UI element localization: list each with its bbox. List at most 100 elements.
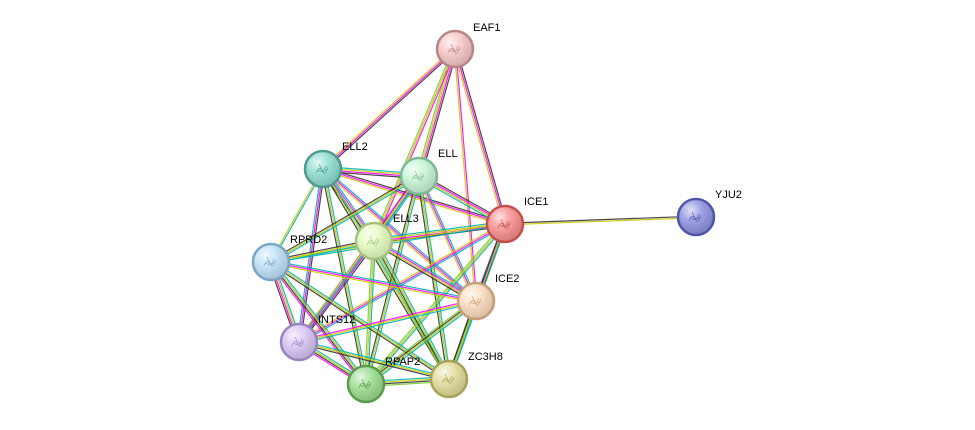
edge-line — [371, 48, 455, 241]
edge-ell3-zc3h8[interactable] — [371, 239, 452, 381]
node-highlight — [254, 245, 288, 279]
edge-line — [270, 262, 476, 304]
node-highlight — [349, 367, 383, 401]
edge-line — [299, 224, 507, 344]
edge-line — [419, 175, 479, 301]
edge-line — [298, 298, 476, 342]
edge-line — [416, 176, 476, 302]
edge-line — [504, 215, 696, 224]
edge-ints12-zc3h8[interactable] — [298, 339, 450, 382]
node-eaf1[interactable]: EAF1 — [435, 22, 501, 69]
node-ell2[interactable]: ELL2 — [303, 141, 368, 189]
protein-structure-icon — [447, 43, 461, 54]
node-highlight — [488, 207, 522, 241]
protein-structure-icon — [688, 211, 702, 222]
node-highlight — [306, 152, 340, 186]
node-highlight — [357, 224, 391, 258]
edge-line — [374, 240, 451, 379]
node-label: RPAP2 — [385, 356, 420, 368]
edge-ell3-ice2[interactable] — [372, 238, 478, 304]
edge-line — [298, 223, 506, 343]
edge-line — [364, 298, 475, 383]
edge-ell-rprd2[interactable] — [269, 174, 421, 264]
edge-line — [270, 261, 477, 302]
node-label: ELL3 — [393, 213, 419, 225]
edge-ell3-ints12[interactable] — [296, 239, 377, 344]
edge-line — [321, 169, 449, 381]
protein-structure-icon — [291, 336, 305, 347]
edge-line — [374, 49, 458, 242]
edge-line — [372, 242, 476, 304]
edge-line — [419, 49, 457, 177]
protein-structure-icon — [441, 373, 455, 384]
edge-line — [271, 259, 477, 301]
edge-line — [455, 48, 508, 224]
edge-line — [299, 339, 450, 379]
edge-line — [297, 240, 374, 342]
edge-line — [323, 167, 451, 379]
edge-ice1-rpap2[interactable] — [364, 222, 507, 386]
edge-line — [298, 341, 450, 380]
edge-line — [321, 169, 476, 303]
node-ice1[interactable]: ICE1 — [485, 196, 548, 244]
edge-line — [299, 301, 477, 345]
edge-line — [296, 239, 373, 341]
node-highlight — [679, 200, 713, 234]
edge-line — [363, 175, 419, 384]
edge-line — [268, 263, 365, 386]
edge-eaf1-ell3[interactable] — [371, 48, 458, 242]
edge-ice2-ints12[interactable] — [298, 298, 477, 345]
node-label: INTS12 — [318, 314, 355, 326]
edge-line — [374, 239, 477, 301]
edge-ell-ice2[interactable] — [416, 175, 479, 302]
edge-line — [420, 49, 458, 177]
edge-line — [366, 241, 377, 385]
edge-rprd2-zc3h8[interactable] — [269, 260, 451, 381]
node-label: EAF1 — [473, 22, 501, 34]
node-label: ZC3H8 — [468, 351, 503, 363]
edge-rprd2-rpap2[interactable] — [268, 260, 369, 386]
edge-line — [321, 47, 455, 169]
edge-line — [454, 48, 506, 225]
edge-line — [298, 342, 449, 382]
node-highlight — [402, 159, 436, 193]
edge-rprd2-ice2[interactable] — [270, 259, 477, 304]
node-ell[interactable]: ELL — [399, 148, 458, 196]
edge-line — [271, 176, 421, 264]
node-rprd2[interactable]: RPRD2 — [251, 234, 327, 282]
node-ice2[interactable]: ICE2 — [456, 273, 519, 321]
node-ell3[interactable]: ELL3 — [354, 213, 419, 261]
edges-layer — [268, 47, 697, 387]
node-label: ICE2 — [495, 273, 519, 285]
protein-structure-icon — [263, 256, 277, 267]
edge-line — [271, 261, 368, 384]
edge-line — [271, 260, 451, 379]
edge-line — [299, 241, 376, 343]
edge-line — [322, 48, 456, 170]
edge-line — [419, 175, 452, 379]
edge-line — [374, 238, 478, 300]
node-rpap2[interactable]: RPAP2 — [346, 356, 420, 404]
edge-line — [269, 174, 419, 262]
edge-line — [270, 261, 450, 380]
edge-ice2-rpap2[interactable] — [364, 298, 478, 387]
edge-line — [373, 222, 505, 241]
edge-line — [366, 301, 477, 386]
node-ints12[interactable]: INTS12 — [279, 314, 355, 362]
node-highlight — [282, 325, 316, 359]
edge-line — [373, 241, 476, 303]
node-zc3h8[interactable]: ZC3H8 — [429, 351, 503, 399]
edge-line — [505, 217, 697, 226]
node-yju2[interactable]: YJU2 — [676, 189, 742, 237]
edge-ell2-zc3h8[interactable] — [321, 167, 451, 381]
edge-line — [366, 224, 507, 386]
edge-line — [269, 262, 449, 381]
edge-ice1-yju2[interactable] — [504, 215, 697, 226]
edge-eaf1-ice1[interactable] — [452, 48, 508, 225]
protein-structure-icon — [411, 170, 425, 181]
node-label: ELL2 — [342, 141, 368, 153]
edge-eaf1-ell2[interactable] — [321, 47, 457, 171]
edge-line — [373, 221, 505, 240]
edge-ice1-ints12[interactable] — [297, 222, 507, 344]
